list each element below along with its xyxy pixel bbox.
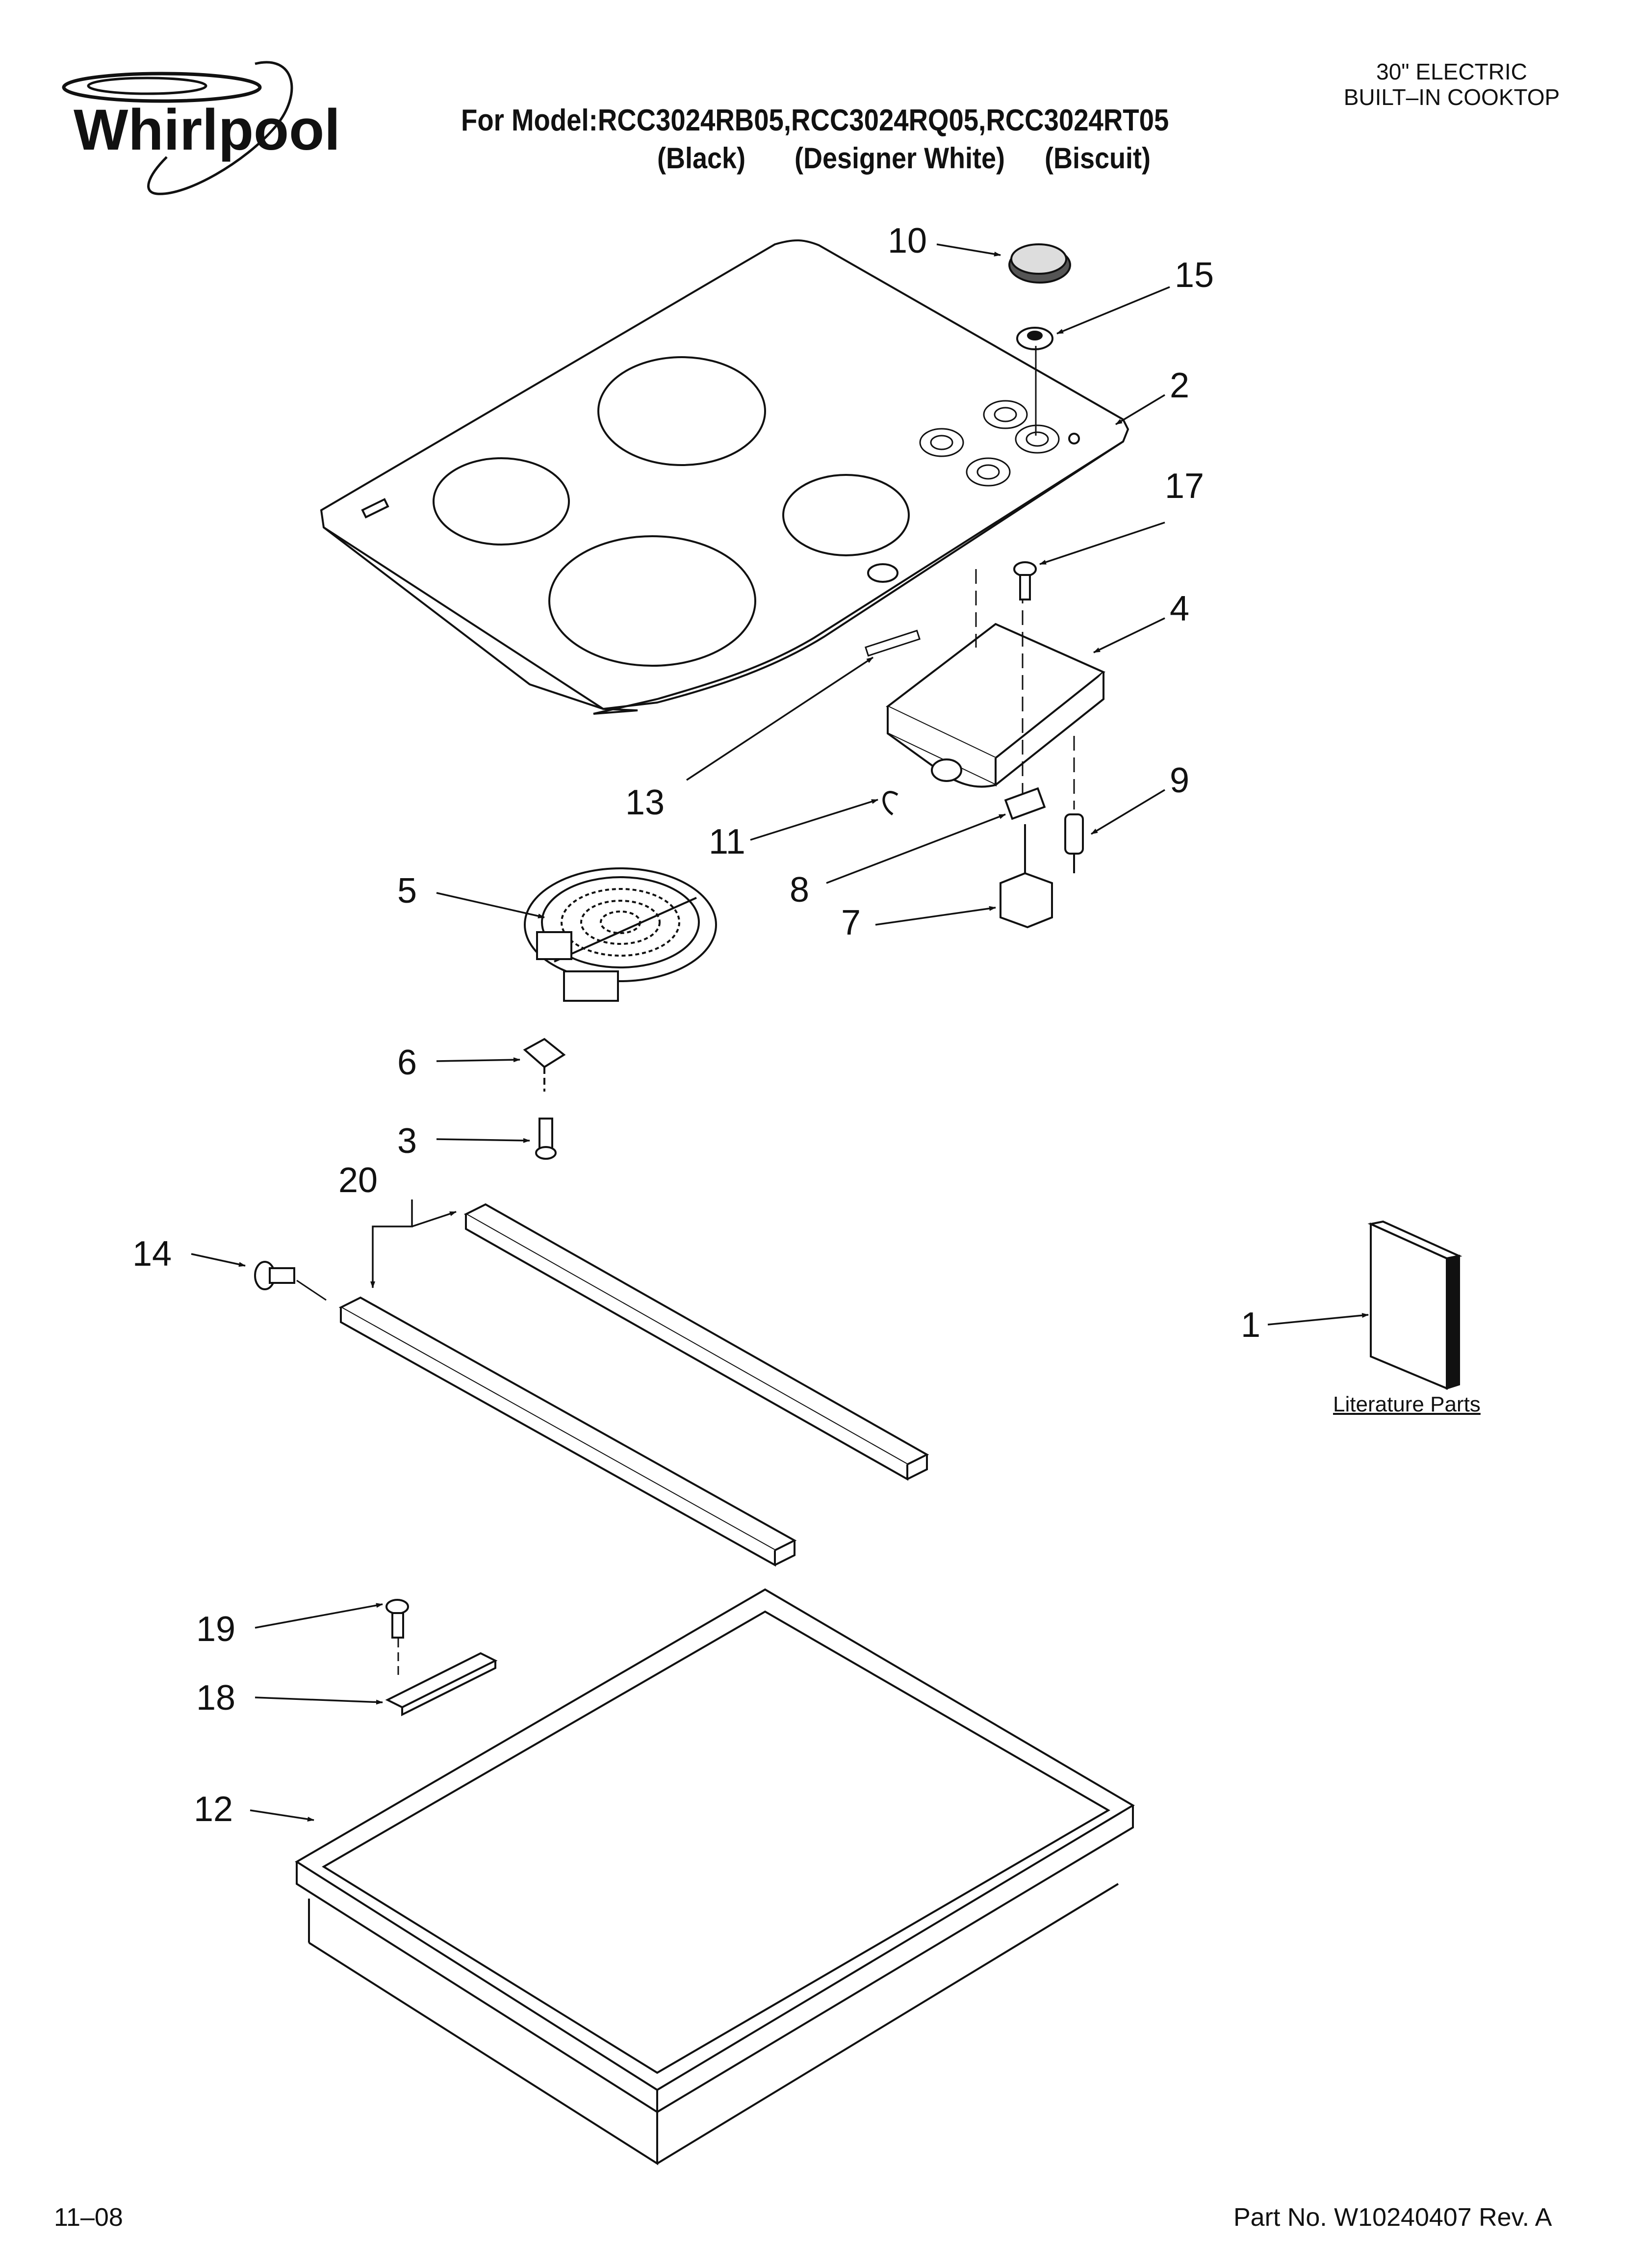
indicator-lamp bbox=[1064, 813, 1084, 873]
infinite-switch bbox=[1000, 824, 1053, 929]
callout-11: 11 bbox=[709, 822, 745, 861]
model-line: For Model:RCC3024RB05,RCC3024RQ05,RCC302… bbox=[461, 104, 1169, 137]
screw-14 bbox=[254, 1261, 295, 1290]
support-rail-upper bbox=[463, 1203, 929, 1481]
callout-1: 1 bbox=[1241, 1305, 1260, 1345]
screw-19 bbox=[385, 1599, 409, 1639]
callout-18: 18 bbox=[196, 1678, 235, 1718]
callout-9: 9 bbox=[1170, 761, 1189, 800]
cooktop-frame bbox=[295, 1588, 1135, 2165]
callout-8: 8 bbox=[790, 870, 809, 910]
callout-2: 2 bbox=[1170, 366, 1189, 405]
literature-booklet bbox=[1367, 1220, 1462, 1390]
control-box bbox=[886, 623, 1105, 788]
screw-17 bbox=[1013, 561, 1037, 600]
surface-element bbox=[524, 867, 717, 1002]
screw-3 bbox=[535, 1118, 557, 1160]
callout-13: 13 bbox=[625, 783, 665, 822]
callout-6: 6 bbox=[397, 1043, 417, 1082]
variant-designer-white: (Designer White) bbox=[795, 142, 1005, 175]
callout-10: 10 bbox=[888, 221, 927, 261]
callout-20: 20 bbox=[338, 1161, 378, 1200]
rating-label bbox=[865, 629, 921, 657]
control-gears bbox=[919, 400, 1060, 487]
wire-clip bbox=[882, 791, 898, 816]
callout-14: 14 bbox=[132, 1234, 172, 1274]
whirlpool-logo: Whirlpool bbox=[62, 61, 340, 195]
callout-17: 17 bbox=[1165, 467, 1204, 506]
callout-numbers: 10 15 2 17 4 13 11 9 5 8 7 6 3 20 14 1 1… bbox=[132, 221, 1260, 1829]
callout-5: 5 bbox=[397, 871, 417, 911]
callout-12: 12 bbox=[194, 1790, 233, 1829]
footer-part-number: Part No. W10240407 Rev. A bbox=[1233, 2203, 1552, 2232]
product-title-line2: BUILT–IN COOKTOP bbox=[1343, 84, 1560, 110]
element-bracket bbox=[523, 1038, 566, 1092]
support-rail-lower bbox=[338, 1296, 797, 1567]
variant-black: (Black) bbox=[657, 142, 746, 175]
callout-19: 19 bbox=[196, 1610, 235, 1649]
mounting-bracket bbox=[385, 1652, 498, 1717]
callout-4: 4 bbox=[1170, 589, 1189, 628]
variant-biscuit: (Biscuit) bbox=[1045, 142, 1151, 175]
callout-3: 3 bbox=[397, 1121, 417, 1161]
callout-7: 7 bbox=[841, 903, 861, 942]
footer-date: 11–08 bbox=[54, 2203, 123, 2232]
knob-washer bbox=[1016, 327, 1053, 350]
svg-text:Whirlpool: Whirlpool bbox=[74, 98, 340, 162]
leader-arrows bbox=[191, 243, 1369, 1822]
literature-parts-label: Literature Parts bbox=[1333, 1392, 1481, 1416]
callout-15: 15 bbox=[1175, 256, 1214, 295]
control-knob bbox=[1008, 243, 1071, 284]
cooktop-glass bbox=[320, 239, 1129, 715]
insulator-pad bbox=[1004, 787, 1046, 820]
product-title-line1: 30" ELECTRIC bbox=[1376, 59, 1527, 84]
